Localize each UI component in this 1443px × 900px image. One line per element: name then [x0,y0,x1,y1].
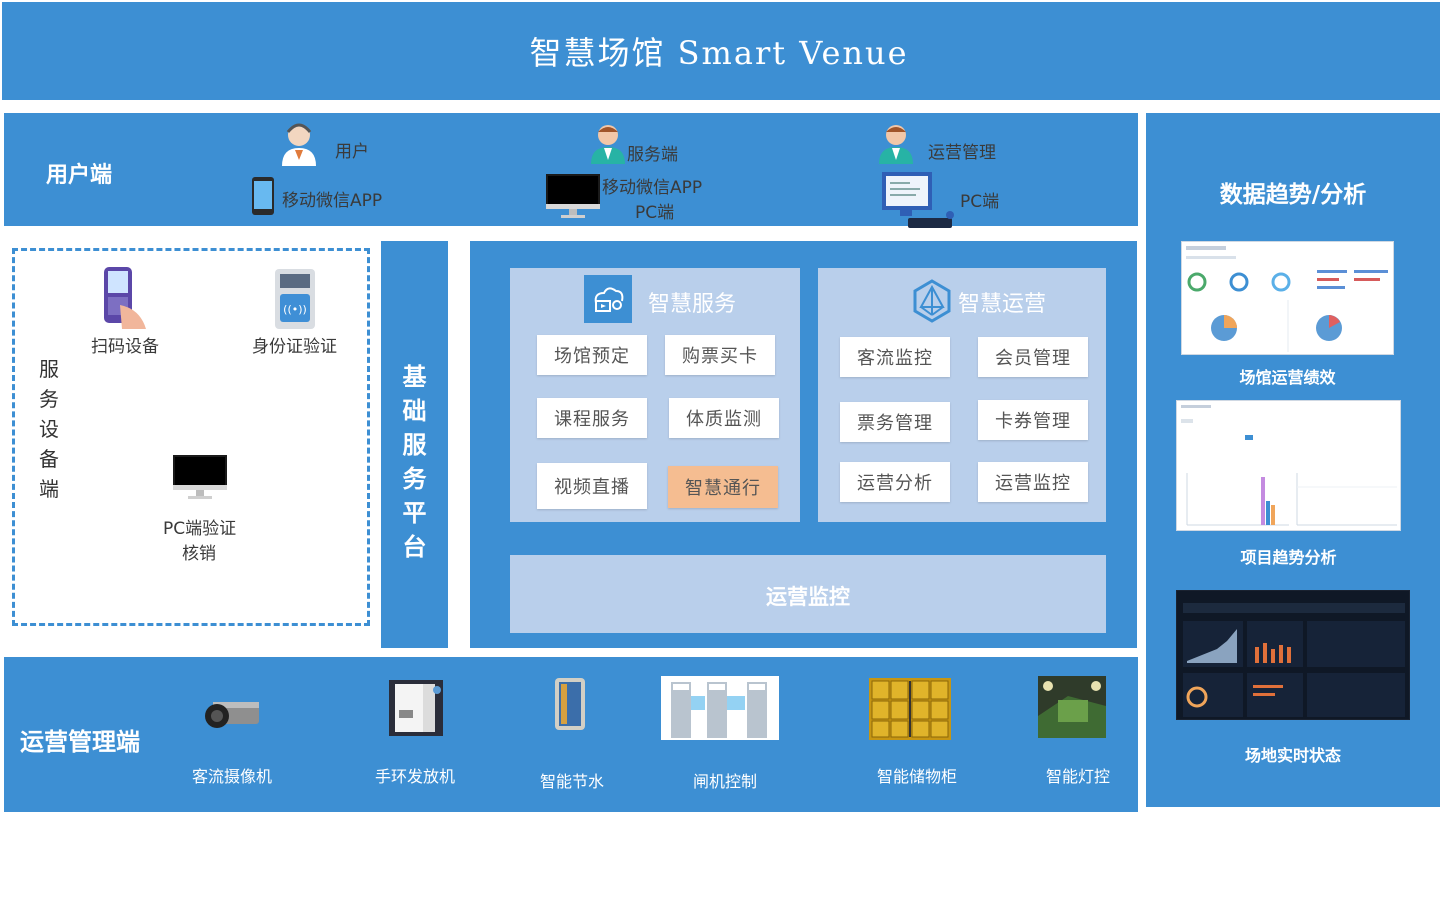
service-button-live-video[interactable]: 视频直播 [537,463,647,509]
role-service-platform-pc: PC端 [635,203,675,223]
operation-button-analysis[interactable]: 运营分析 [840,462,950,502]
device-pc-verify-label-2: 核销 [182,544,216,564]
operation-button-traffic-monitor[interactable]: 客流监控 [840,337,950,377]
device-lighting-label: 智能灯控 [1045,767,1110,786]
smart-service-title: 智慧服务 [648,292,737,317]
role-service-platform-app: 移动微信APP [602,178,703,198]
user-side-label: 用户端 [46,163,113,188]
role-user-platform: 移动微信APP [282,191,383,211]
operation-monitor-label: 运营监控 [766,585,850,609]
header-banner [2,2,1440,100]
ops-side-label: 运营管理端 [20,728,140,756]
device-gate-label: 闸机控制 [692,772,757,791]
customer-service-avatar-icon [282,123,316,166]
operator-avatar-icon [879,125,913,164]
cloud-service-icon [584,275,632,323]
device-scanner-label: 扫码设备 [91,337,159,357]
device-traffic-camera-label: 客流摄像机 [191,767,272,786]
service-device-label: 服 务 设 备 端 [39,357,59,501]
service-button-smart-access[interactable]: 智慧通行 [668,466,778,508]
analysis-title: 数据趋势/分析 [1219,182,1367,208]
id-card-reader-icon: ((•)) [275,269,315,329]
device-water-saving-label: 智能节水 [539,772,604,791]
device-pc-verify-label-1: PC端验证 [163,519,237,539]
desktop-monitor-icon [546,174,600,218]
device-locker-label: 智能储物柜 [876,767,957,786]
operation-button-coupon-mgmt[interactable]: 卡券管理 [978,400,1088,440]
smart-lighting-icon [1038,676,1106,738]
venue-performance-thumbnail [1181,241,1394,355]
service-button-venue-booking[interactable]: 场馆预定 [537,335,647,375]
smart-operation-title: 智慧运营 [958,292,1047,317]
operation-button-monitor[interactable]: 运营监控 [978,462,1088,502]
svg-text:((•)): ((•)) [283,303,307,316]
operation-monitor-bar [510,555,1106,633]
role-user-label: 用户 [335,142,369,162]
barcode-scanner-icon [104,267,146,329]
service-button-course[interactable]: 课程服务 [537,398,647,438]
operation-button-member-mgmt[interactable]: 会员管理 [978,337,1088,377]
basic-platform-column [381,241,448,648]
analysis-caption-site: 场地实时状态 [1244,746,1341,765]
analysis-caption-venue: 场馆运营绩效 [1239,368,1336,387]
role-operator-label: 运营管理 [928,143,996,163]
service-button-fitness-test[interactable]: 体质监测 [669,398,779,438]
service-staff-avatar-icon [591,125,625,164]
analysis-caption-trend: 项目趋势分析 [1240,548,1337,567]
operation-button-ticket-mgmt[interactable]: 票务管理 [840,402,950,442]
water-saving-device-icon [555,678,585,730]
role-operator-platform: PC端 [960,192,1000,212]
site-status-thumbnail [1176,590,1410,720]
device-wristband-label: 手环发放机 [374,767,455,786]
page-title: 智慧场馆 Smart Venue [529,34,909,72]
role-service-label: 服务端 [627,145,678,165]
smart-locker-icon [869,678,951,740]
service-device-area [12,248,370,626]
project-trend-thumbnail [1176,400,1401,531]
surveillance-camera-icon [205,702,259,728]
pc-keyboard-icon [882,172,954,228]
network-hexagon-icon [913,279,951,323]
basic-platform-label: 基 础 服 务 平 台 [402,363,427,561]
wristband-dispenser-icon [389,680,443,736]
device-idcard-label: 身份证验证 [252,337,337,357]
mobile-phone-icon [252,177,274,215]
service-button-ticket-card[interactable]: 购票买卡 [665,335,775,375]
turnstile-gate-icon [661,676,779,740]
pc-verification-monitor-icon [173,455,227,499]
